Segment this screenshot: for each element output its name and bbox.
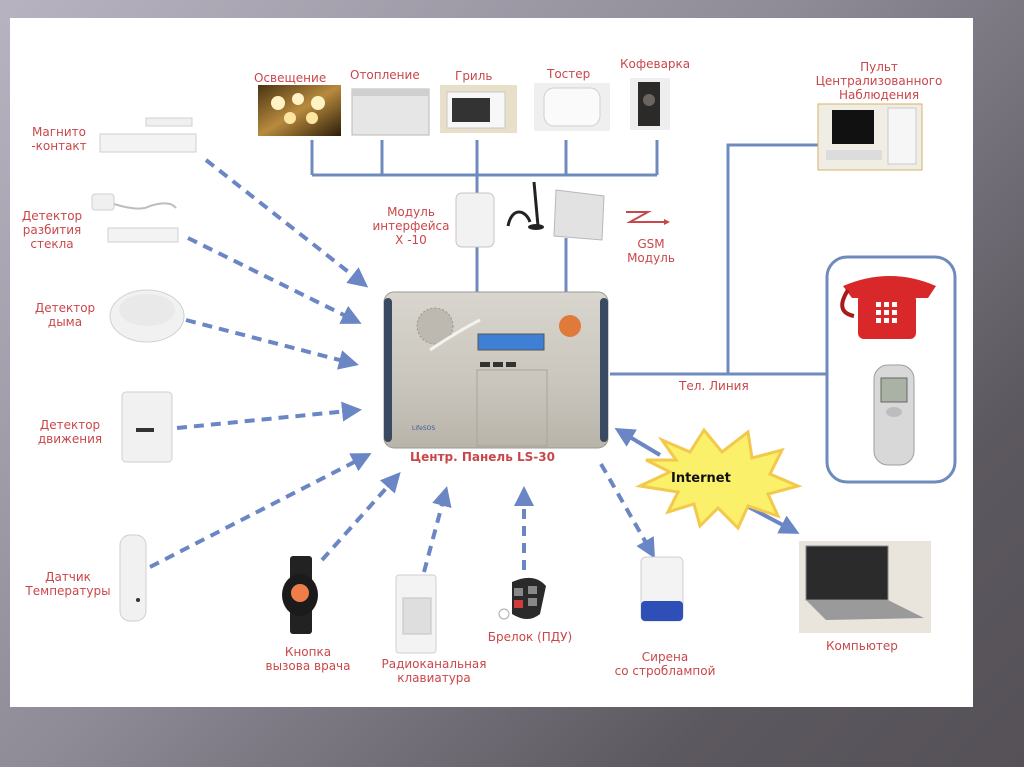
sensor-motion — [121, 391, 173, 463]
sensor-temperature — [119, 534, 147, 622]
sensor-label-magnet: Магнито -контакт — [24, 125, 94, 153]
monitoring-station-pc — [817, 103, 923, 171]
sensor-label-smoke: Детектор дыма — [30, 301, 100, 329]
keyfob-device — [498, 577, 546, 620]
appliance-toaster — [534, 83, 610, 131]
siren-device — [640, 556, 684, 622]
motion-line2: движения — [37, 432, 103, 446]
link-magnet — [204, 158, 369, 288]
link-glass — [187, 236, 362, 324]
panel-keys[interactable] — [480, 362, 516, 367]
internet-cloud: Internet — [634, 427, 803, 531]
sensor-label-motion: Детектор движения — [30, 418, 110, 446]
sensor-smoke — [109, 289, 185, 343]
device-label-keyfob: Брелок (ПДУ) — [476, 630, 584, 644]
link-panic — [320, 472, 401, 562]
temp-line2: Температуры — [25, 584, 111, 598]
keypad-line2: клавиатура — [397, 671, 471, 685]
x10-line1: Модуль — [387, 205, 435, 219]
link-keypad — [422, 486, 452, 573]
panel-brand: LifeSOS — [412, 425, 435, 432]
glass-line3: стекла — [30, 237, 74, 251]
link-temp — [149, 453, 372, 569]
appliance-label-grill: Гриль — [455, 69, 493, 83]
internet-label: Internet — [671, 471, 731, 486]
smoke-line2: дыма — [47, 315, 83, 329]
sensor-label-glass: Детектор разбития стекла — [18, 209, 86, 251]
central-panel-label: Центр. Панель LS-30 — [410, 450, 555, 464]
gsm-antenna — [506, 181, 544, 230]
siren-line2: со строблампой — [614, 664, 716, 678]
motion-line1: Детектор — [39, 418, 101, 432]
appliance-label-coffee: Кофеварка — [620, 57, 691, 71]
computer-laptop — [799, 541, 931, 633]
speaker-grille-icon — [416, 307, 454, 345]
magnet-line1: Магнито — [32, 125, 86, 139]
monitoring-line3: Наблюдения — [838, 88, 920, 102]
x10-line2: интерфейса — [372, 219, 450, 233]
computer-label: Компьютер — [826, 639, 898, 653]
appliance-heating — [351, 88, 430, 136]
glass-line1: Детектор — [21, 209, 83, 223]
glass-line2: разбития — [22, 223, 82, 237]
siren-line1: Сирена — [641, 650, 689, 664]
link-siren — [599, 463, 655, 559]
appliance-coffee — [630, 78, 670, 130]
wireless-links — [149, 158, 655, 573]
monitoring-line1: Пульт — [860, 60, 898, 74]
sensor-magnet — [99, 117, 197, 153]
link-smoke — [185, 318, 359, 370]
link-motion — [176, 401, 362, 430]
gsm-line1: GSM — [637, 237, 665, 251]
appliance-lighting — [258, 85, 341, 136]
gsm-module-label: GSM Модуль — [616, 237, 686, 265]
central-panel[interactable]: LifeSOS — [383, 291, 609, 449]
wireless-keypad-device — [395, 574, 437, 654]
device-label-keypad: Радиоканальная клавиатура — [370, 657, 498, 685]
panic-line1: Кнопка — [284, 645, 332, 659]
appliance-label-lighting: Освещение — [254, 71, 327, 85]
appliance-label-toaster: Тостер — [547, 67, 591, 81]
x10-line3: X -10 — [395, 233, 427, 247]
phone-line-wires — [610, 143, 827, 376]
panic-led-icon — [559, 315, 581, 337]
appliance-label-heating: Отопление — [350, 68, 420, 82]
panic-button-device — [282, 556, 318, 634]
temp-line1: Датчик — [45, 570, 91, 584]
keyfob-line1: Брелок (ПДУ) — [487, 630, 573, 644]
lcd-display — [477, 333, 545, 351]
magnet-line2: -контакт — [31, 139, 87, 153]
gsm-signal-icon — [626, 211, 664, 223]
phone-line-label: Тел. Линия — [679, 379, 749, 393]
gsm-module — [553, 189, 605, 241]
x10-module — [455, 192, 495, 248]
smoke-line1: Детектор — [34, 301, 96, 315]
mobile-phone — [873, 364, 915, 466]
device-label-siren: Сирена со строблампой — [604, 650, 726, 678]
internet-links — [614, 427, 800, 534]
phone-group-frame — [825, 255, 957, 484]
sensor-glass — [91, 193, 179, 243]
monitoring-station-label: Пульт Централизованного Наблюдения — [804, 60, 954, 102]
x10-module-label: Модуль интерфейса X -10 — [368, 205, 454, 247]
appliance-grill — [440, 85, 517, 133]
panic-line2: вызова врача — [265, 659, 351, 673]
monitoring-line2: Централизованного — [815, 74, 943, 88]
gsm-line2: Модуль — [627, 251, 675, 265]
keypad-line1: Радиоканальная — [381, 657, 487, 671]
sensor-label-temperature: Датчик Температуры — [18, 570, 118, 598]
landline-phone — [840, 276, 936, 339]
device-label-panic: Кнопка вызова врача — [254, 645, 362, 673]
